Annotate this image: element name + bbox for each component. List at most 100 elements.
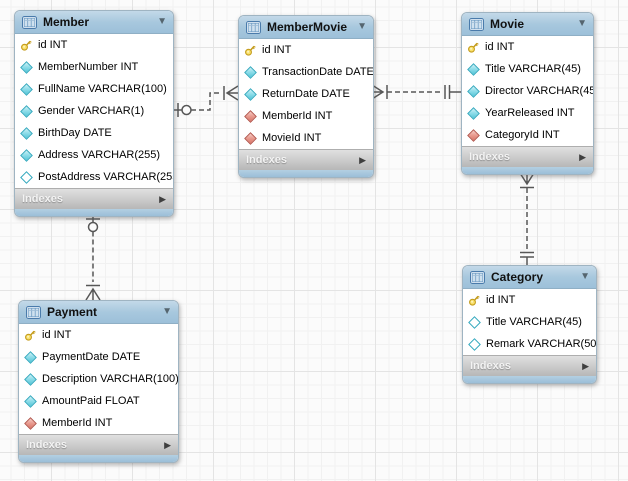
indexes-label: Indexes bbox=[22, 193, 63, 205]
column-notnull-icon bbox=[24, 372, 37, 386]
column-label: AmountPaid FLOAT bbox=[42, 395, 140, 407]
table-header[interactable]: Member▼ bbox=[15, 11, 173, 34]
column-row[interactable]: YearReleased INT bbox=[462, 102, 593, 124]
table-header[interactable]: Payment▼ bbox=[19, 301, 178, 324]
relationship-movie-category[interactable] bbox=[519, 172, 535, 265]
column-label: Director VARCHAR(45) bbox=[485, 85, 594, 97]
indexes-row[interactable]: Indexes ▶ bbox=[462, 146, 593, 167]
column-notnull-icon bbox=[20, 60, 33, 74]
indexes-label: Indexes bbox=[246, 154, 287, 166]
column-row[interactable]: id INT bbox=[15, 34, 173, 56]
column-row[interactable]: PostAddress VARCHAR(255) bbox=[15, 166, 173, 188]
column-row[interactable]: id INT bbox=[239, 39, 373, 61]
table-footer-strip bbox=[239, 170, 373, 177]
column-row[interactable]: Director VARCHAR(45) bbox=[462, 80, 593, 102]
column-nullable-icon bbox=[468, 337, 481, 351]
table-header[interactable]: Movie ▼ bbox=[462, 13, 593, 36]
column-nullable-icon bbox=[468, 315, 481, 329]
column-row[interactable]: MemberId INT bbox=[19, 412, 178, 434]
column-label: Address VARCHAR(255) bbox=[38, 149, 161, 161]
expand-arrow-icon[interactable]: ▶ bbox=[582, 360, 589, 371]
table-header[interactable]: Category ▼ bbox=[463, 266, 596, 289]
table-footer-strip bbox=[463, 376, 596, 383]
column-row[interactable]: MovieId INT bbox=[239, 127, 373, 149]
collapse-arrow-icon[interactable]: ▼ bbox=[577, 18, 587, 29]
column-label: Title VARCHAR(45) bbox=[486, 316, 582, 328]
column-row[interactable]: id INT bbox=[19, 324, 178, 346]
column-row[interactable]: Gender VARCHAR(1) bbox=[15, 100, 173, 122]
expand-arrow-icon[interactable]: ▶ bbox=[159, 193, 166, 204]
collapse-arrow-icon[interactable]: ▼ bbox=[162, 306, 172, 317]
column-row[interactable]: TransactionDate DATE bbox=[239, 61, 373, 83]
table-footer-strip bbox=[15, 209, 173, 216]
column-row[interactable]: PaymentDate DATE bbox=[19, 346, 178, 368]
column-label: MemberId INT bbox=[262, 110, 333, 122]
column-row[interactable]: id INT bbox=[462, 36, 593, 58]
column-row[interactable]: Title VARCHAR(45) bbox=[462, 58, 593, 80]
foreign-key-icon bbox=[467, 128, 480, 142]
column-row[interactable]: ReturnDate DATE bbox=[239, 83, 373, 105]
indexes-row[interactable]: Indexes▶ bbox=[19, 434, 178, 455]
column-label: Remark VARCHAR(500) bbox=[486, 338, 597, 350]
primary-key-icon bbox=[25, 329, 36, 341]
column-label: MovieId INT bbox=[262, 132, 322, 144]
column-label: id INT bbox=[42, 329, 72, 341]
column-label: CategoryId INT bbox=[485, 129, 560, 141]
column-label: BirthDay DATE bbox=[38, 127, 112, 139]
column-row[interactable]: Description VARCHAR(100) bbox=[19, 368, 178, 390]
primary-key-icon bbox=[21, 39, 32, 51]
column-label: ReturnDate DATE bbox=[262, 88, 350, 100]
indexes-row[interactable]: Indexes ▶ bbox=[463, 355, 596, 376]
table-figure-membermovie[interactable]: MemberMovie▼id INT TransactionDate DATE Re… bbox=[238, 15, 374, 178]
column-label: YearReleased INT bbox=[485, 107, 575, 119]
indexes-row[interactable]: Indexes ▶ bbox=[239, 149, 373, 170]
column-row[interactable]: id INT bbox=[463, 289, 596, 311]
table-header[interactable]: MemberMovie▼ bbox=[239, 16, 373, 39]
expand-arrow-icon[interactable]: ▶ bbox=[359, 154, 366, 165]
collapse-arrow-icon[interactable]: ▼ bbox=[580, 271, 590, 282]
table-columns: id INT Title VARCHAR(45) Remark VARCHAR(50… bbox=[463, 289, 596, 355]
indexes-label: Indexes bbox=[469, 151, 510, 163]
relationship-member-payment[interactable] bbox=[85, 215, 101, 301]
indexes-label: Indexes bbox=[470, 360, 511, 372]
table-figure-category[interactable]: Category ▼ id INT Title VARCHAR(45) Remark V… bbox=[462, 265, 597, 384]
column-row[interactable]: AmountPaid FLOAT bbox=[19, 390, 178, 412]
column-row[interactable]: FullName VARCHAR(100) bbox=[15, 78, 173, 100]
column-row[interactable]: BirthDay DATE bbox=[15, 122, 173, 144]
expand-arrow-icon[interactable]: ▶ bbox=[579, 151, 586, 162]
column-notnull-icon bbox=[24, 394, 37, 408]
column-label: TransactionDate DATE bbox=[262, 66, 374, 78]
column-notnull-icon bbox=[467, 62, 480, 76]
relationship-member-membermovie[interactable] bbox=[172, 85, 239, 117]
foreign-key-icon bbox=[24, 416, 37, 430]
foreign-key-icon bbox=[244, 109, 257, 123]
column-row[interactable]: MemberNumber INT bbox=[15, 56, 173, 78]
table-title: Category bbox=[491, 270, 544, 284]
column-row[interactable]: Remark VARCHAR(500) bbox=[463, 333, 596, 355]
table-icon bbox=[26, 305, 41, 319]
column-row[interactable]: CategoryId INT bbox=[462, 124, 593, 146]
column-notnull-icon bbox=[20, 126, 33, 140]
column-label: id INT bbox=[485, 41, 515, 53]
column-label: id INT bbox=[38, 39, 68, 51]
column-label: PostAddress VARCHAR(255) bbox=[38, 171, 174, 183]
column-row[interactable]: Address VARCHAR(255) bbox=[15, 144, 173, 166]
table-figure-movie[interactable]: Movie ▼ id INT Title VARCHAR(45) Director VA… bbox=[461, 12, 594, 175]
expand-arrow-icon[interactable]: ▶ bbox=[164, 439, 171, 450]
relationship-membermovie-movie[interactable] bbox=[371, 84, 461, 100]
column-notnull-icon bbox=[244, 87, 257, 101]
indexes-row[interactable]: Indexes ▶ bbox=[15, 188, 173, 209]
column-notnull-icon bbox=[467, 84, 480, 98]
table-title: Movie bbox=[490, 17, 525, 31]
column-row[interactable]: Title VARCHAR(45) bbox=[463, 311, 596, 333]
collapse-arrow-icon[interactable]: ▼ bbox=[357, 21, 367, 32]
column-row[interactable]: MemberId INT bbox=[239, 105, 373, 127]
table-icon bbox=[22, 15, 37, 29]
column-notnull-icon bbox=[20, 148, 33, 162]
collapse-arrow-icon[interactable]: ▼ bbox=[157, 16, 167, 27]
